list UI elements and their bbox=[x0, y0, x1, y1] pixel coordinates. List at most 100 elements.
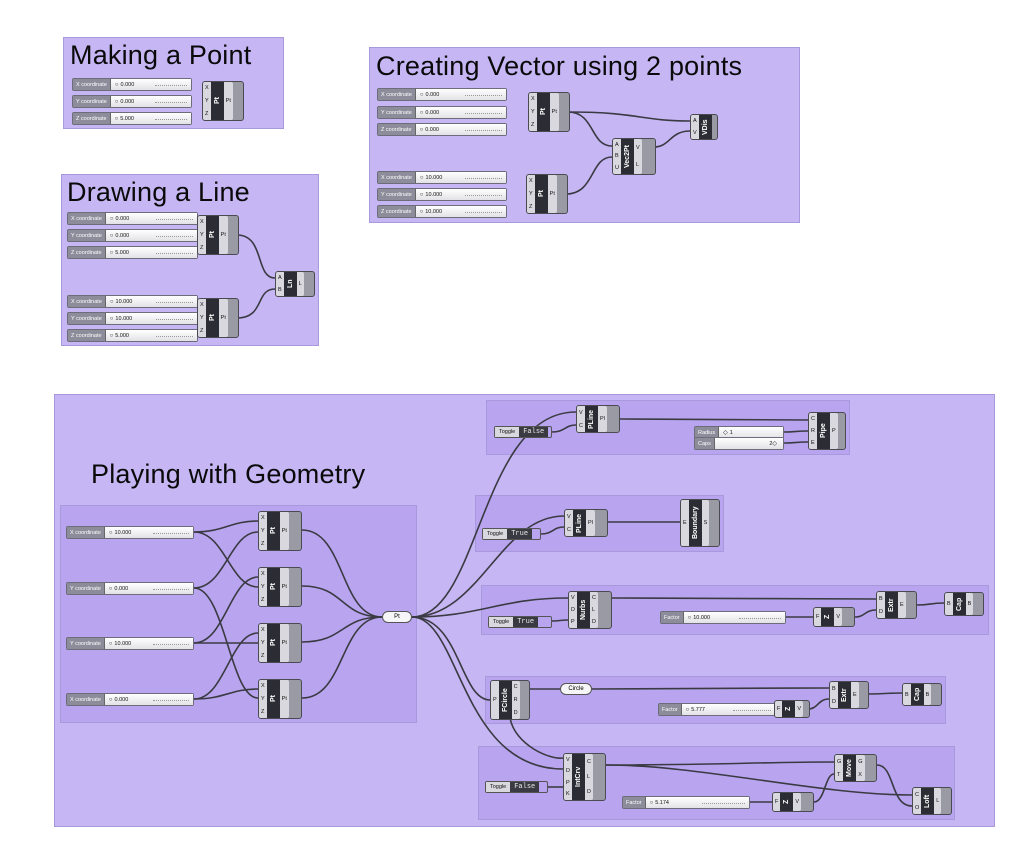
slider-grip-icon[interactable]: ○ bbox=[108, 696, 113, 703]
closed-toggle[interactable]: Toggle False bbox=[494, 426, 552, 438]
periodic-toggle[interactable]: Toggle True bbox=[488, 616, 552, 628]
slider-grip-icon[interactable]: ○ bbox=[419, 174, 424, 181]
caps-slider[interactable]: Caps 2◇ bbox=[694, 437, 784, 450]
slider-grip-icon[interactable]: ○ bbox=[108, 529, 113, 536]
port-a: A bbox=[693, 118, 697, 124]
slider-grip-icon[interactable]: ○ bbox=[109, 298, 114, 305]
group-title-drawing-line: Drawing a Line bbox=[67, 177, 250, 207]
slider-grip-icon[interactable]: ○ bbox=[649, 799, 654, 806]
x-coordinate-slider[interactable]: X coordinate ○0.000 bbox=[72, 78, 192, 91]
x-coordinate-slider[interactable]: X coordinate ○10.000 bbox=[66, 526, 194, 539]
slider-grip-icon[interactable]: ○ bbox=[114, 115, 119, 122]
port-x: X bbox=[205, 85, 209, 92]
cap-component[interactable]: B Cap B bbox=[902, 683, 942, 706]
z-coordinate-slider[interactable]: Z coordinate ○5.000 bbox=[67, 329, 198, 342]
unit-z-component[interactable]: F Z V bbox=[772, 792, 814, 812]
y-coordinate-slider[interactable]: Y coordinate ○10.000 bbox=[67, 312, 198, 325]
slider-grip-icon[interactable]: ○ bbox=[419, 109, 424, 116]
x-coordinate-slider[interactable]: X coordinate ○0.000 bbox=[67, 212, 198, 225]
port-l: L bbox=[586, 773, 591, 780]
slider-grip-icon[interactable]: ○ bbox=[108, 585, 113, 592]
slider-label: X coordinate bbox=[67, 694, 105, 705]
y-coordinate-slider[interactable]: Y coordinate ○0.000 bbox=[67, 229, 198, 242]
z-coordinate-slider[interactable]: Z coordinate ○5.000 bbox=[72, 112, 192, 125]
z-coordinate-slider[interactable]: Z coordinate ○5.000 bbox=[67, 246, 198, 259]
y-coordinate-slider[interactable]: Y coordinate ○10.000 bbox=[66, 637, 194, 650]
unit-z-component[interactable]: F Z V bbox=[813, 607, 855, 627]
circle-relay[interactable]: Circle bbox=[560, 683, 592, 695]
x-coordinate-slider[interactable]: X coordinate ○0.000 bbox=[66, 693, 194, 706]
y-coordinate-slider[interactable]: Y coordinate ○0.000 bbox=[66, 582, 194, 595]
toggle-value[interactable]: False bbox=[510, 782, 540, 792]
toggle-value[interactable]: True bbox=[513, 617, 539, 627]
slider-grip-icon[interactable]: ○ bbox=[109, 315, 114, 322]
slider-grip-icon[interactable]: ○ bbox=[419, 191, 424, 198]
slider-grip-icon[interactable]: ◇ bbox=[723, 430, 728, 436]
toggle-value[interactable]: True bbox=[507, 529, 533, 539]
port-p: P bbox=[571, 619, 575, 625]
slider-grip-icon[interactable]: ○ bbox=[419, 126, 424, 133]
slider-grip-icon[interactable]: ○ bbox=[114, 98, 119, 105]
closed-toggle[interactable]: Toggle True bbox=[482, 528, 541, 540]
x-coordinate-slider[interactable]: X coordinate ○10.000 bbox=[67, 295, 198, 308]
y-coordinate-slider[interactable]: Y coordinate ○0.000 bbox=[377, 106, 507, 119]
component-name: Nurbs bbox=[576, 592, 590, 628]
y-coordinate-slider[interactable]: Y coordinate ○0.000 bbox=[72, 95, 192, 108]
toggle-value[interactable]: False bbox=[519, 427, 549, 437]
port-p: P bbox=[493, 697, 497, 703]
factor-slider[interactable]: Factor ○5.174 bbox=[622, 796, 750, 809]
factor-slider[interactable]: Factor ○5.777 bbox=[658, 703, 776, 716]
cap-component[interactable]: B Cap B bbox=[944, 592, 984, 616]
boundary-component[interactable]: E Boundary S bbox=[680, 499, 720, 547]
z-coordinate-slider[interactable]: Z coordinate ○10.000 bbox=[377, 205, 507, 218]
slider-grip-icon[interactable]: ○ bbox=[114, 81, 119, 88]
x-coordinate-slider[interactable]: X coordinate ○10.000 bbox=[377, 171, 507, 184]
slider-grip-icon[interactable]: ○ bbox=[687, 614, 692, 621]
toggle-label: Toggle bbox=[486, 782, 511, 792]
slider-label: X coordinate bbox=[378, 89, 416, 100]
port-z: Z bbox=[531, 121, 535, 128]
port-e: E bbox=[899, 602, 904, 608]
slider-label: Z coordinate bbox=[73, 113, 111, 124]
slider-grip-icon[interactable]: ○ bbox=[109, 215, 114, 222]
unit-z-component[interactable]: F Z V bbox=[774, 700, 810, 718]
slider-grip-icon[interactable]: ○ bbox=[108, 640, 113, 647]
slider-grip-icon[interactable]: ○ bbox=[109, 232, 114, 239]
z-coordinate-slider[interactable]: Z coordinate ○0.000 bbox=[377, 123, 507, 136]
component-name: Pt bbox=[266, 568, 280, 606]
slider-label: Y coordinate bbox=[68, 313, 106, 324]
slider-grip-icon[interactable]: ○ bbox=[419, 91, 424, 98]
slider-grip-icon[interactable]: ◇ bbox=[772, 441, 777, 447]
periodic-toggle[interactable]: Toggle False bbox=[485, 781, 548, 793]
slider-grip-icon[interactable]: ○ bbox=[685, 706, 690, 713]
x-coordinate-slider[interactable]: X coordinate ○0.000 bbox=[377, 88, 507, 101]
slider-grip-icon[interactable]: ○ bbox=[419, 208, 424, 215]
y-coordinate-slider[interactable]: Y coordinate ○10.000 bbox=[377, 188, 507, 201]
slider-grip-icon[interactable]: ○ bbox=[109, 249, 114, 256]
slider-grip-icon[interactable]: ○ bbox=[109, 332, 114, 339]
factor-slider[interactable]: Factor ○10.000 bbox=[660, 611, 786, 624]
points-relay[interactable]: Pt bbox=[382, 611, 412, 623]
